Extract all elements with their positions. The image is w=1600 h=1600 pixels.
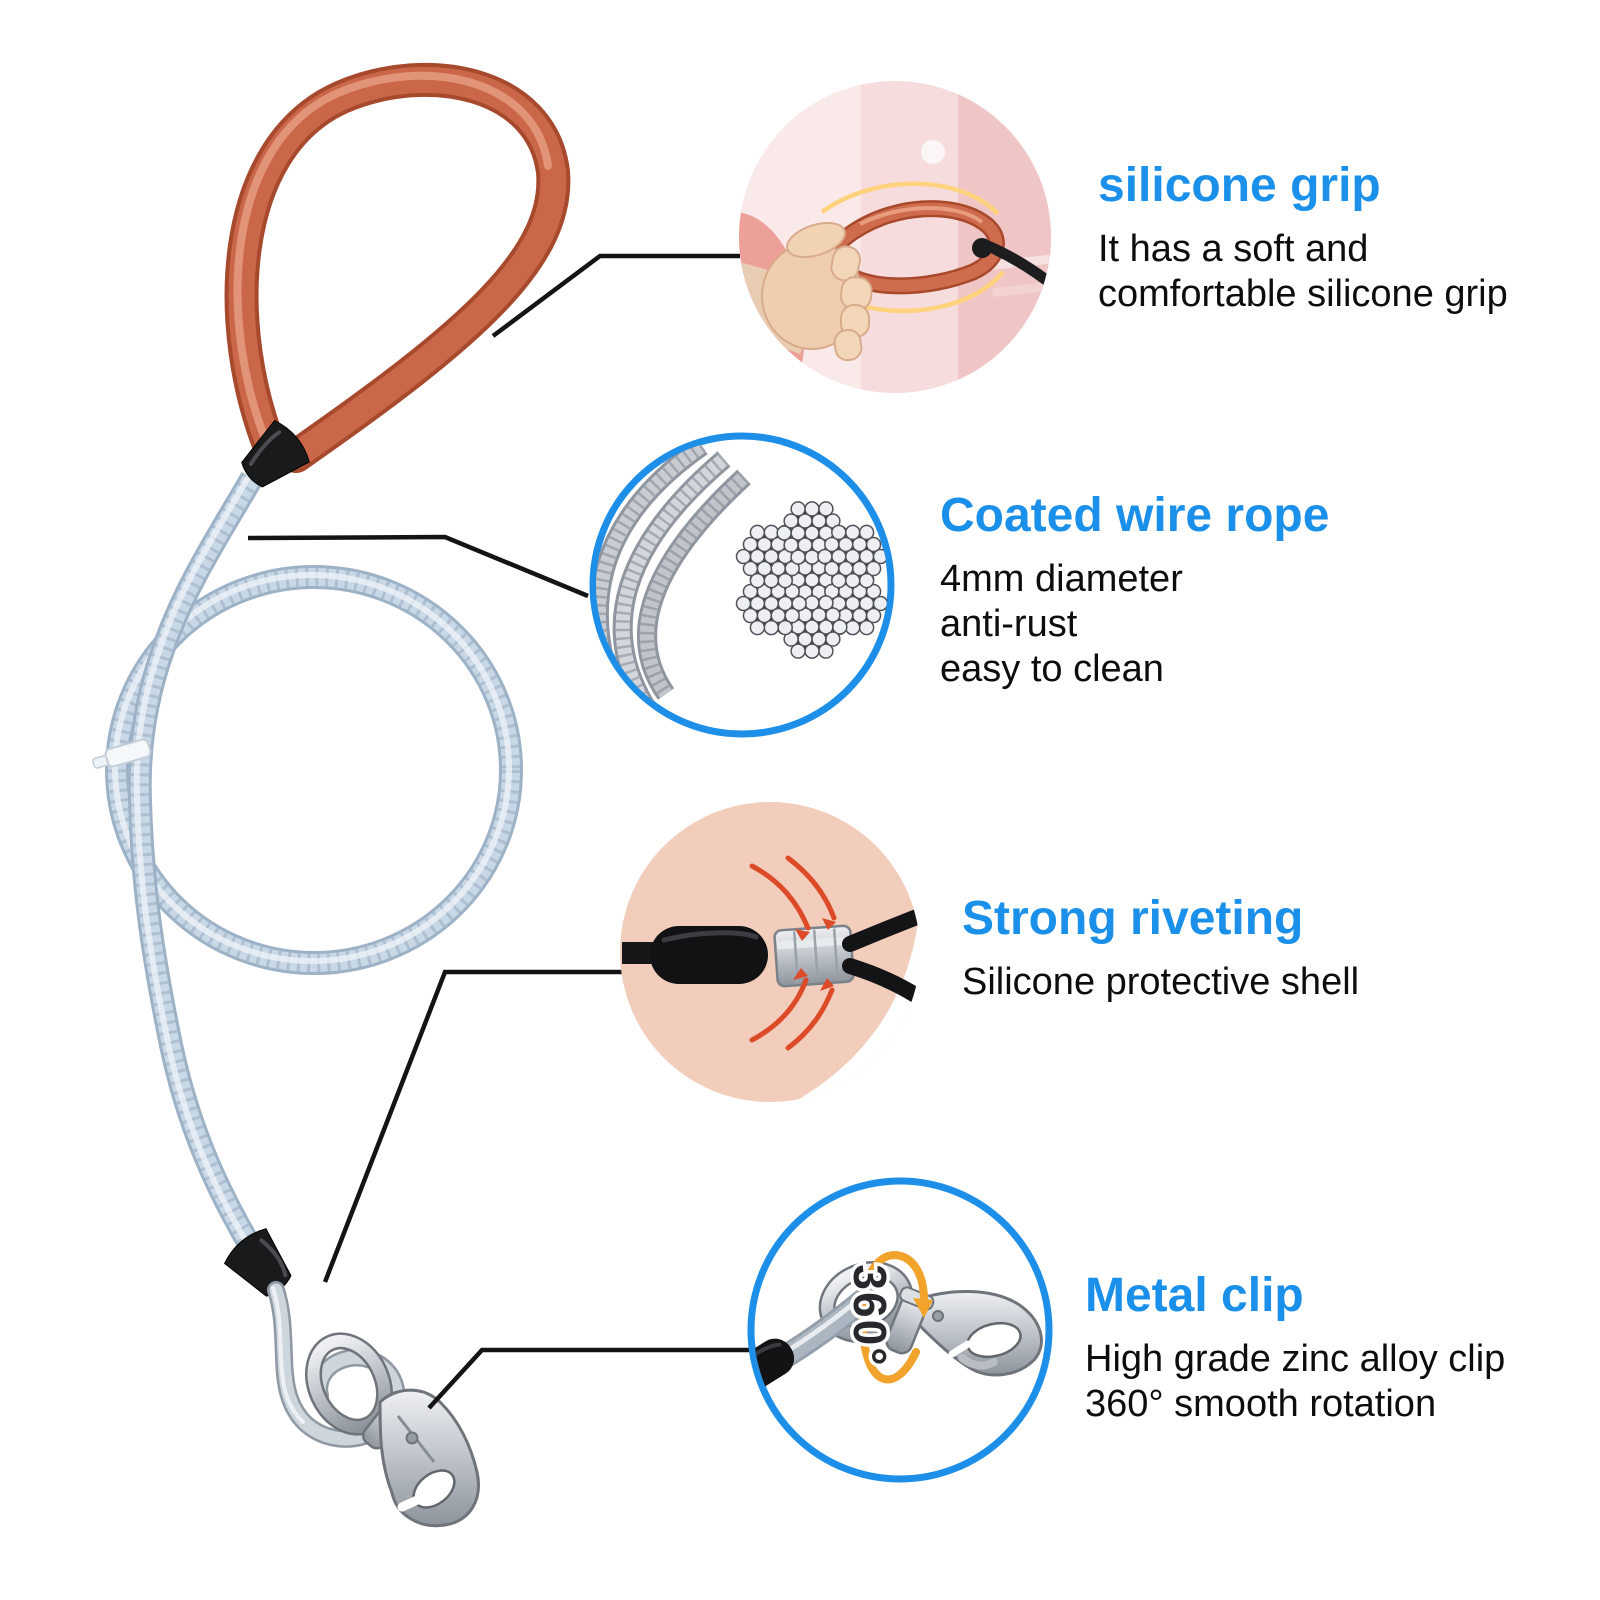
feature-desc-line: 360° smooth rotation — [1085, 1383, 1437, 1426]
feature-desc-line: easy to clean — [940, 648, 1164, 691]
feature-desc-line: Silicone protective shell — [962, 961, 1360, 1004]
feature-silicone-grip: silicone grip It has a soft and comforta… — [1098, 158, 1508, 317]
inset-wire-rope — [589, 432, 895, 738]
feature-riveting: Strong riveting Silicone protective shel… — [962, 891, 1359, 1005]
hand-grip — [739, 221, 873, 362]
rivet-sleeve — [773, 924, 855, 988]
clip-snap-hook — [914, 1289, 1043, 1377]
cable-tie — [92, 738, 152, 769]
feature-title-wire-rope: Coated wire rope — [940, 489, 1330, 542]
feature-desc-line: comfortable silicone grip — [1098, 273, 1508, 316]
callout-line-wire-rope — [247, 534, 589, 599]
ferrule-top — [241, 419, 310, 488]
callout-line-metal-clip — [427, 1347, 752, 1410]
wire-cable-coil — [105, 472, 523, 1249]
inset-riveting — [620, 802, 920, 1102]
rotation-360-label: 360° — [844, 1264, 896, 1367]
feature-metal-clip: Metal clip High grade zinc alloy clip 36… — [1085, 1268, 1505, 1427]
feature-wire-rope: Coated wire rope 4mm diameter anti-rust … — [940, 488, 1329, 692]
callout-line-riveting — [322, 969, 622, 1283]
feature-desc-line: High grade zinc alloy clip — [1085, 1338, 1506, 1381]
feature-title-silicone-grip: silicone grip — [1098, 159, 1381, 212]
product-photo — [92, 63, 571, 1528]
inset-silicone-grip — [739, 81, 1051, 393]
feature-desc-line: It has a soft and — [1098, 228, 1369, 271]
wire-rope-cross-section — [735, 501, 888, 659]
rivet-arrows — [749, 855, 837, 1051]
metal-snap-hook — [378, 1388, 480, 1528]
feature-desc-line: 4mm diameter — [940, 558, 1183, 601]
cable-end-cap — [754, 1338, 795, 1394]
grip-loop — [224, 63, 571, 473]
rotation-arrow — [858, 1251, 933, 1384]
feature-title-riveting: Strong riveting — [962, 892, 1304, 945]
inset-metal-clip: 360° — [747, 1177, 1053, 1483]
feature-desc-line: anti-rust — [940, 603, 1078, 646]
callout-line-silicone-grip — [491, 253, 740, 338]
feature-title-metal-clip: Metal clip — [1085, 1269, 1304, 1322]
ferrule-bottom — [223, 1228, 292, 1297]
